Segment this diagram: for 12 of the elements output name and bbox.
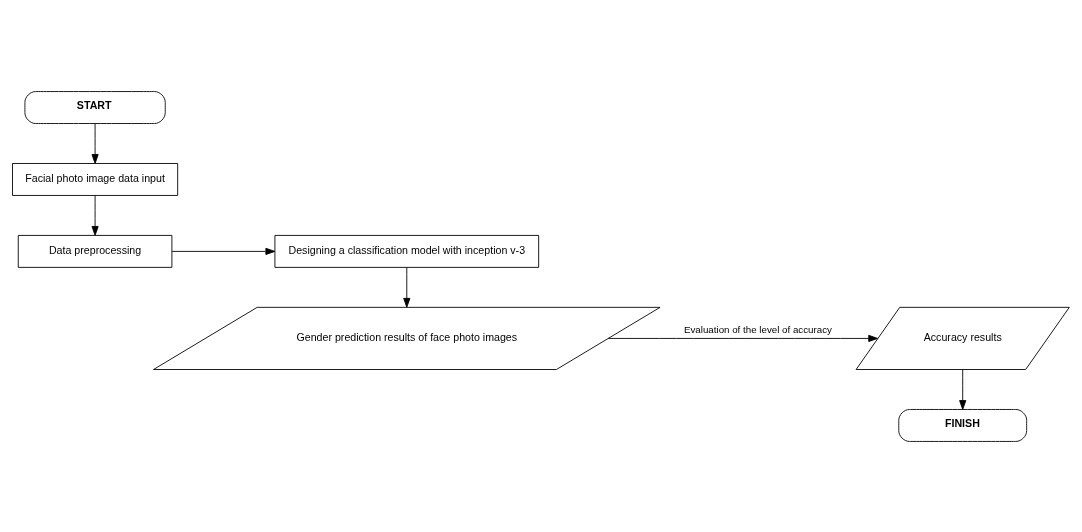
edge-label: Evaluation of the level of accuracy xyxy=(683,323,832,335)
node-box: START xyxy=(24,90,166,124)
node-box: Data preprocessing xyxy=(17,234,173,268)
node-box: FINISH xyxy=(898,408,1028,442)
arrow xyxy=(171,247,276,255)
arrow xyxy=(959,368,967,410)
arrow xyxy=(91,194,99,236)
arrow xyxy=(607,334,879,342)
node-box: Facial photo image data input xyxy=(12,162,179,196)
node-box: Designing a classification model with inception v-3 xyxy=(274,234,540,268)
arrow xyxy=(403,266,411,308)
arrow xyxy=(91,122,99,164)
